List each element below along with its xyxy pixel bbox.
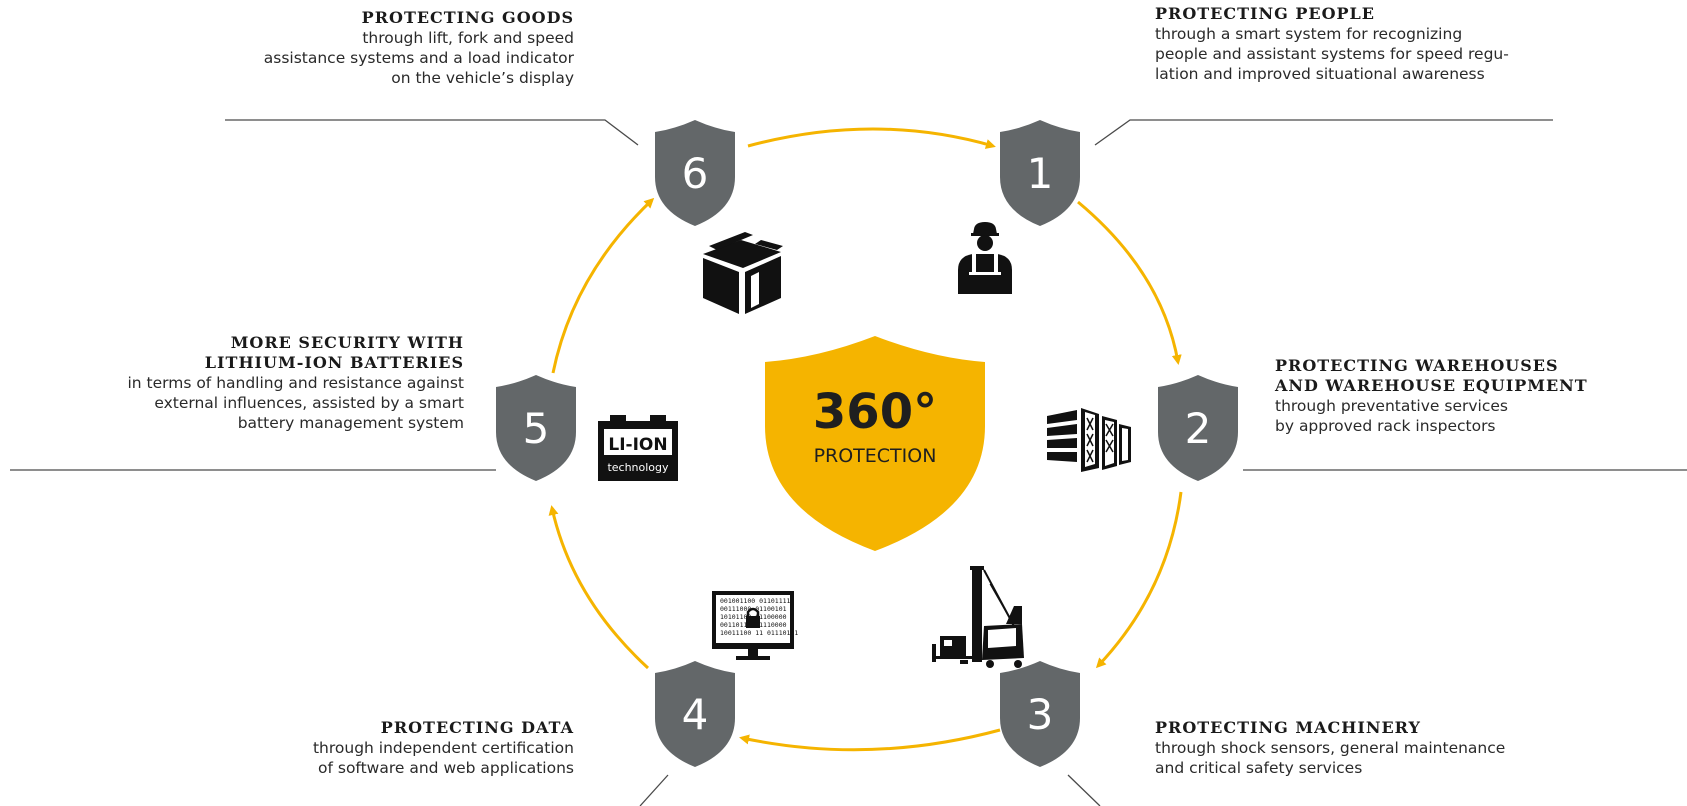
center-shield-shape: [765, 336, 985, 551]
connector-line-1: [1094, 119, 1553, 146]
item-4-text: PROTECTING DATA through independent cert…: [154, 718, 574, 778]
box-icon: [703, 232, 783, 314]
shield-5: 5: [496, 375, 576, 481]
center-shield: 360° PROTECTION: [765, 336, 985, 551]
shield-3: 3: [1000, 661, 1080, 767]
shield-2: 2: [1158, 375, 1238, 481]
item-3-desc: through shock sensors, general maintenan…: [1155, 739, 1506, 777]
number-shields: 1 2 3 4 5 6: [496, 120, 1238, 767]
shield-3-shape: [1000, 661, 1080, 767]
item-3-text: PROTECTING MACHINERY through shock senso…: [1155, 718, 1615, 778]
item-5-desc: in terms of handling and resistance agai…: [127, 374, 464, 432]
worker-icon: [958, 222, 1012, 294]
arrow-5-to-6: [551, 197, 655, 374]
battery-sublabel: technology: [607, 461, 669, 474]
connector-line-6: [225, 119, 639, 146]
forklift-icon: [932, 566, 1024, 668]
battery-icon: LI-ION technology: [598, 415, 678, 481]
arrow-6-to-1: [747, 127, 996, 149]
arrow-1-to-2: [1077, 200, 1182, 365]
shield-5-shape: [496, 375, 576, 481]
item-3-title: PROTECTING MACHINERY: [1155, 718, 1421, 737]
shield-2-number: 2: [1185, 404, 1212, 453]
item-1-title: PROTECTING PEOPLE: [1155, 4, 1375, 23]
center-label: PROTECTION: [814, 445, 937, 467]
connector-line-4: [639, 774, 669, 806]
connector-line-3: [1067, 774, 1101, 806]
item-1-text: PROTECTING PEOPLE through a smart system…: [1155, 4, 1635, 84]
shield-1-number: 1: [1027, 149, 1054, 198]
arrow-4-to-5: [548, 505, 650, 670]
shield-4-number: 4: [682, 690, 709, 739]
shield-2-shape: [1158, 375, 1238, 481]
item-4-title: PROTECTING DATA: [380, 718, 574, 737]
binary-line: 10011100 11 01110101: [720, 629, 798, 637]
shield-3-number: 3: [1027, 690, 1054, 739]
shield-1-shape: [1000, 120, 1080, 226]
cycle-arrows: [548, 127, 1183, 752]
connector-lines: [10, 119, 1687, 806]
shield-6-shape: [655, 120, 735, 226]
arrow-3-to-4: [739, 728, 1001, 752]
battery-label: LI-ION: [608, 435, 667, 455]
shield-4-shape: [655, 661, 735, 767]
shield-1: 1: [1000, 120, 1080, 226]
shield-5-number: 5: [523, 404, 550, 453]
shield-4: 4: [655, 661, 735, 767]
binary-line: 001001100 01101111: [720, 597, 791, 605]
racks-icon: [1047, 408, 1131, 472]
arrow-2-to-3: [1095, 491, 1183, 669]
item-6-text: PROTECTING GOODS through lift, fork and …: [154, 8, 574, 88]
item-6-title: PROTECTING GOODS: [361, 8, 574, 27]
shield-6: 6: [655, 120, 735, 226]
shield-6-number: 6: [682, 149, 709, 198]
center-degrees: 360°: [813, 384, 937, 440]
